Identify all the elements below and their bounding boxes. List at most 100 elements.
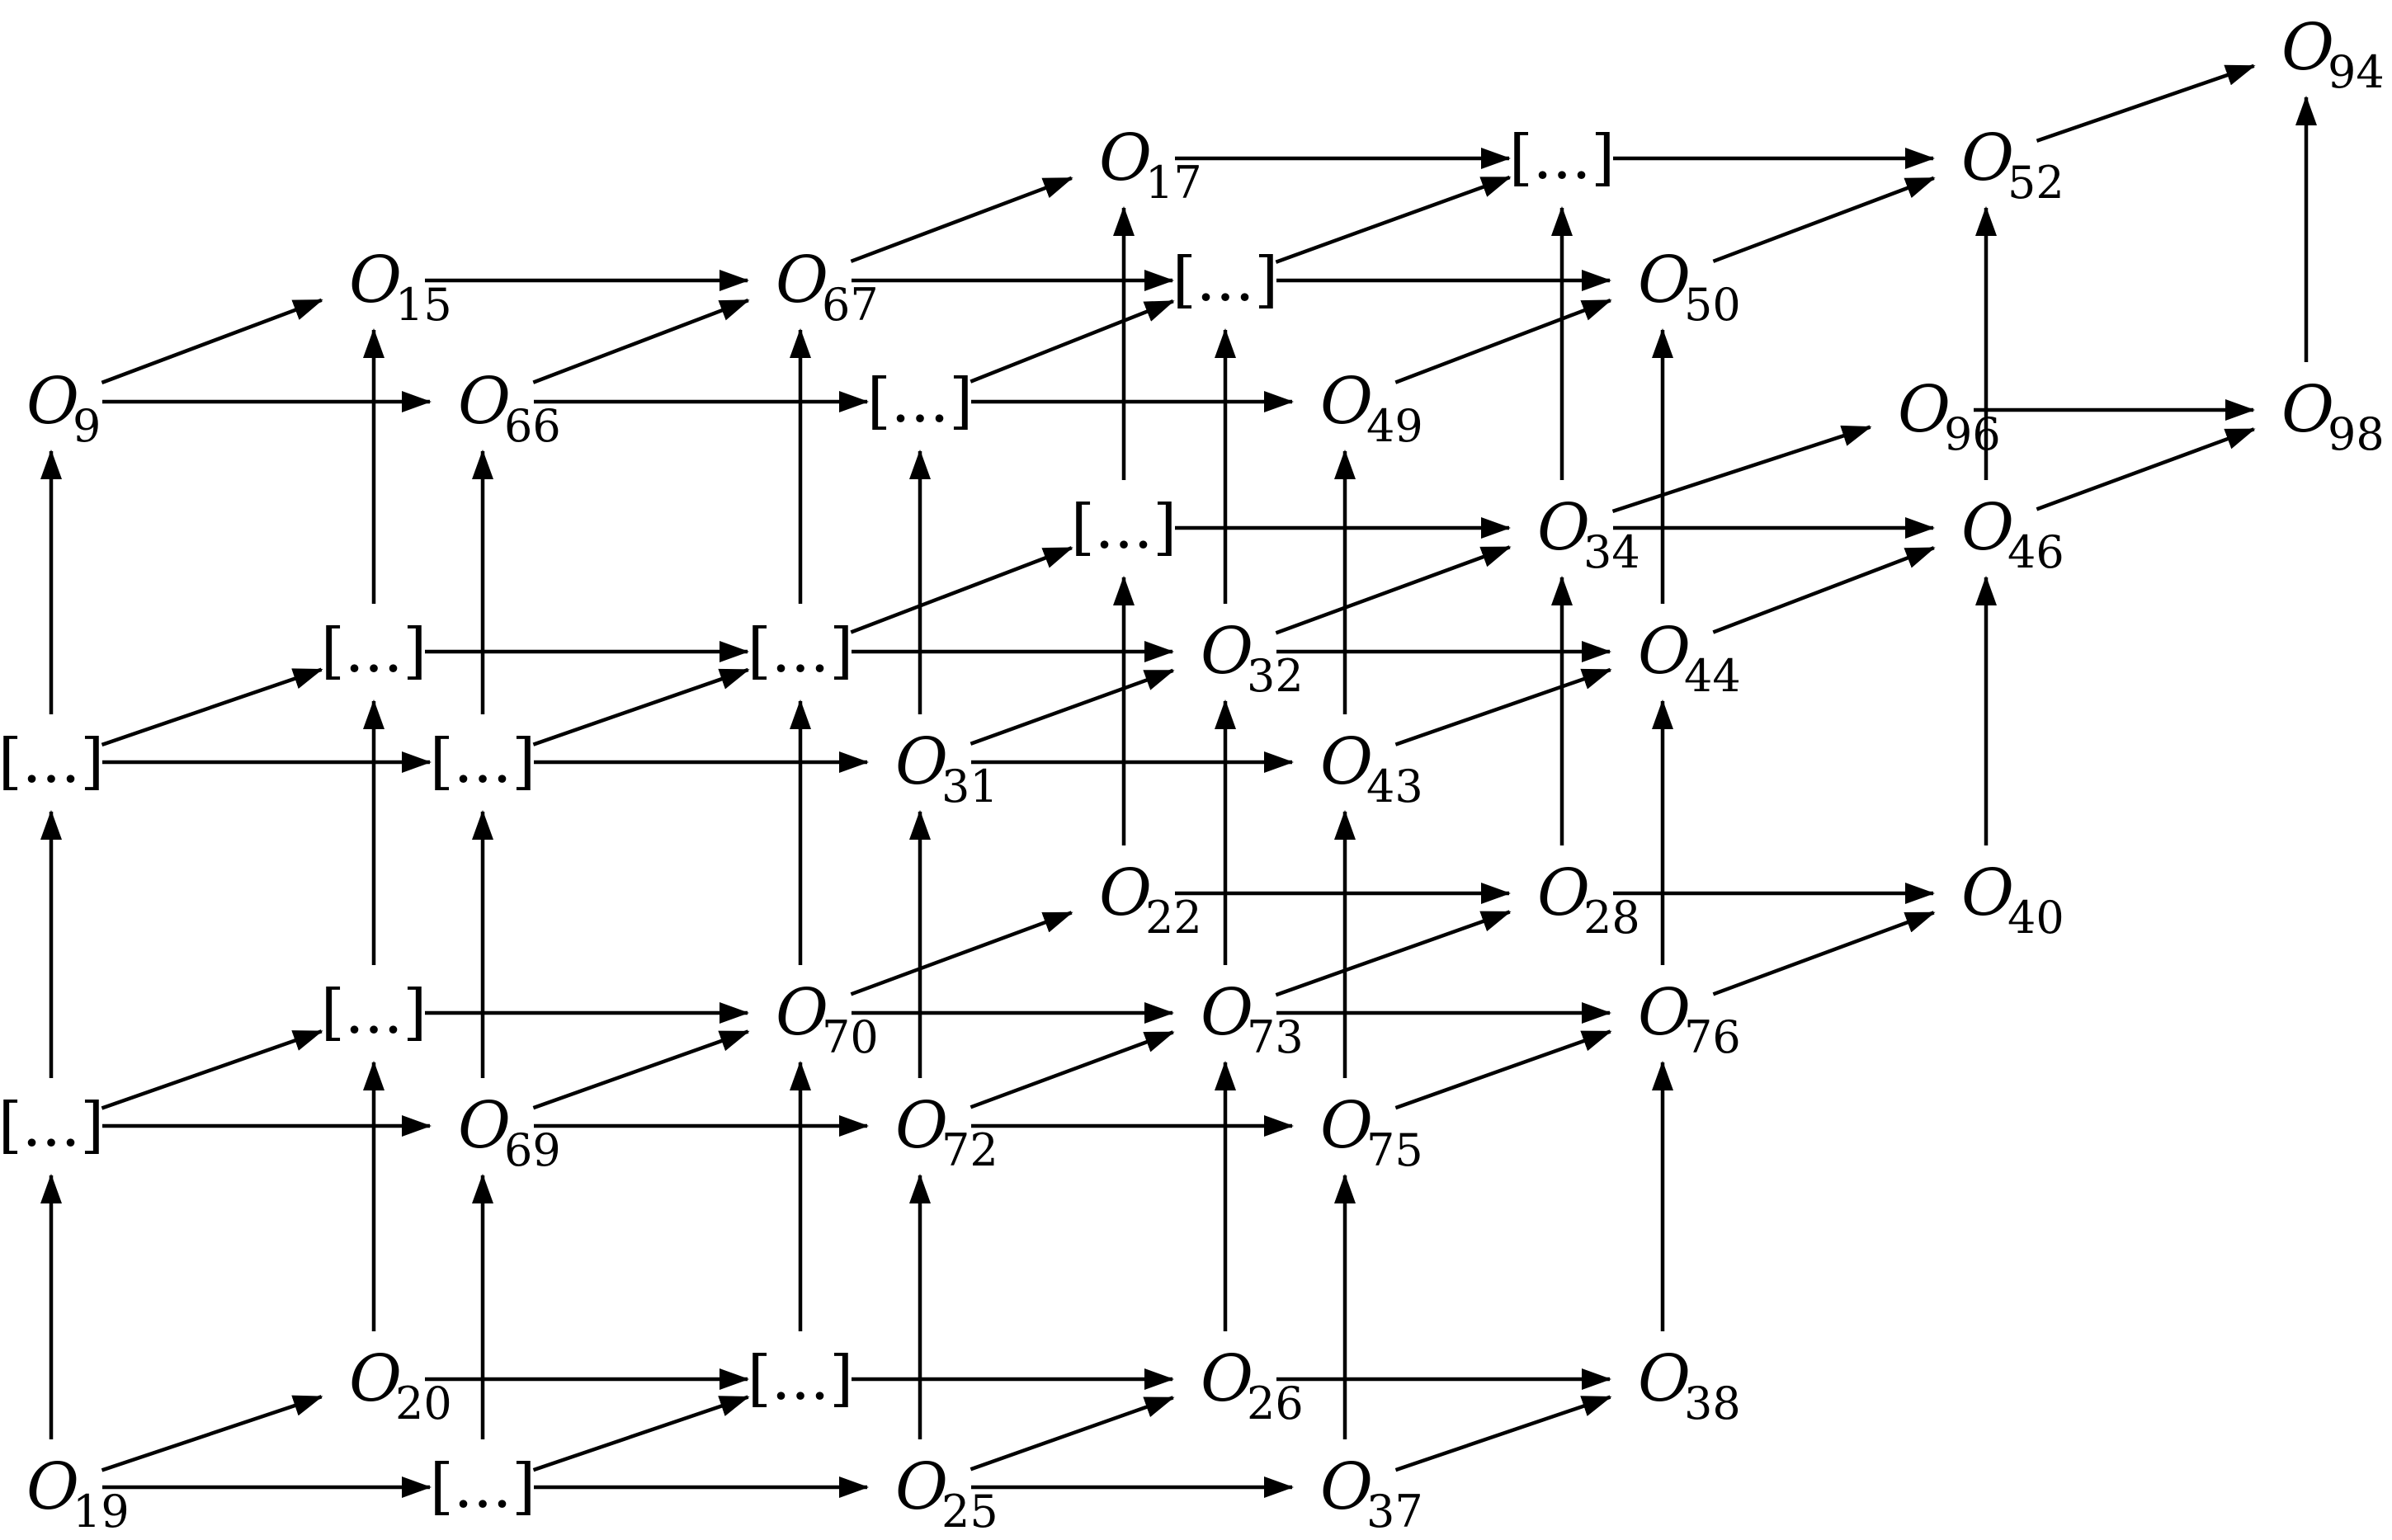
node-ellipsis-label: [...]: [1509, 122, 1615, 193]
node-label: O: [1898, 373, 1951, 447]
node-n6: O72: [895, 1089, 998, 1176]
node-label: O: [1638, 1342, 1691, 1416]
node-subscript: 72: [941, 1124, 998, 1176]
node-label: O: [1099, 856, 1152, 930]
node-n22: O73: [1201, 976, 1304, 1063]
edge-n5-to-n21: [532, 1029, 750, 1110]
edge-n21-to-n32: [850, 911, 1073, 996]
node-label: O: [1201, 976, 1253, 1050]
node-ellipsis-label: [...]: [430, 726, 535, 797]
edge-n8-to-n24: [101, 667, 323, 747]
node-ellipsis-label: [...]: [430, 1451, 535, 1522]
node-subscript: 25: [941, 1486, 998, 1538]
node-label: O: [349, 1342, 402, 1416]
node-n38: O17: [1099, 121, 1202, 209]
edge-n9-to-n25: [532, 667, 750, 746]
node-n28: O15: [349, 243, 452, 331]
node-n29: O67: [776, 243, 879, 331]
node-subscript: 31: [941, 761, 998, 812]
edge-n14-to-n30: [970, 299, 1175, 384]
node-subscript: 15: [395, 279, 452, 331]
node-subscript: 76: [1684, 1011, 1741, 1063]
edge-n12-to-n28: [101, 298, 323, 385]
node-label: O: [776, 243, 828, 318]
node-subscript: 26: [1247, 1378, 1304, 1429]
edge-n26-to-n36: [1275, 545, 1512, 635]
node-label: O: [1537, 491, 1590, 565]
node-subscript: 94: [2328, 46, 2385, 98]
node-n17: [...]: [748, 1343, 853, 1414]
node-label: O: [26, 365, 79, 439]
node-n34: O40: [1961, 856, 2064, 944]
edge-n25-to-n35: [850, 546, 1073, 634]
edge-n0-to-n16: [101, 1395, 323, 1472]
node-label: O: [458, 365, 511, 439]
node-n42: O98: [2281, 373, 2385, 460]
node-label: O: [2281, 373, 2334, 447]
node-ellipsis-label: [...]: [0, 726, 104, 797]
node-n36: O34: [1537, 491, 1640, 578]
node-label: O: [1320, 725, 1373, 799]
node-label: O: [1961, 121, 2014, 195]
node-n8: [...]: [0, 726, 104, 797]
node-subscript: 40: [2007, 892, 2064, 944]
node-subscript: 66: [504, 400, 561, 452]
node-n30: [...]: [1172, 244, 1278, 315]
node-n33: O28: [1537, 856, 1640, 944]
node-n32: O22: [1099, 856, 1202, 944]
node-subscript: 50: [1684, 279, 1741, 331]
node-ellipsis-label: [...]: [321, 977, 427, 1048]
node-label: O: [1201, 615, 1253, 689]
node-n9: [...]: [430, 726, 535, 797]
node-label: O: [1320, 1089, 1373, 1163]
edge-n22-to-n33: [1275, 910, 1512, 997]
edge-n15-to-n31: [1394, 298, 1612, 384]
node-label: O: [349, 243, 402, 318]
node-n31: O50: [1638, 243, 1741, 331]
node-n11: O43: [1320, 725, 1423, 812]
node-label: O: [1961, 856, 2014, 930]
edge-layer: [40, 64, 2317, 1498]
node-n7: O75: [1320, 1089, 1423, 1176]
edge-n36-to-n41: [1611, 425, 1872, 514]
edge-n31-to-n40: [1712, 176, 1936, 263]
node-subscript: 52: [2007, 157, 2064, 209]
node-ellipsis-label: [...]: [1071, 492, 1177, 563]
node-n2: O25: [895, 1450, 998, 1538]
node-label: O: [1638, 976, 1691, 1050]
edge-n10-to-n26: [970, 668, 1175, 746]
node-label: O: [776, 976, 828, 1050]
node-subscript: 22: [1145, 892, 1202, 944]
node-label: O: [1537, 856, 1590, 930]
node-subscript: 69: [504, 1124, 561, 1176]
node-n35: [...]: [1071, 492, 1177, 563]
node-label: O: [1201, 1342, 1253, 1416]
node-subscript: 70: [822, 1011, 879, 1063]
node-subscript: 28: [1583, 892, 1640, 944]
node-n3: O37: [1320, 1450, 1423, 1538]
node-n39: [...]: [1509, 122, 1615, 193]
node-n0: O19: [26, 1450, 130, 1538]
node-ellipsis-label: [...]: [1172, 244, 1278, 315]
node-n25: [...]: [748, 615, 853, 686]
node-n23: O76: [1638, 976, 1741, 1063]
node-label: O: [895, 1089, 948, 1163]
node-ellipsis-label: [...]: [867, 365, 973, 436]
edge-n40-to-n43: [2036, 64, 2256, 143]
edge-n30-to-n39: [1275, 175, 1512, 264]
node-subscript: 73: [1247, 1011, 1304, 1063]
edge-n11-to-n27: [1394, 667, 1612, 746]
edge-n4-to-n20: [101, 1029, 323, 1110]
node-n1: [...]: [430, 1451, 535, 1522]
node-n19: O38: [1638, 1342, 1741, 1429]
node-label: O: [1320, 365, 1373, 439]
node-n41: O96: [1898, 373, 2001, 460]
node-n26: O32: [1201, 615, 1304, 702]
node-label: O: [458, 1089, 511, 1163]
node-n40: O52: [1961, 121, 2064, 209]
node-label: O: [895, 725, 948, 799]
node-subscript: 19: [73, 1486, 130, 1538]
edge-n13-to-n29: [532, 298, 750, 384]
node-subscript: 67: [822, 279, 879, 331]
